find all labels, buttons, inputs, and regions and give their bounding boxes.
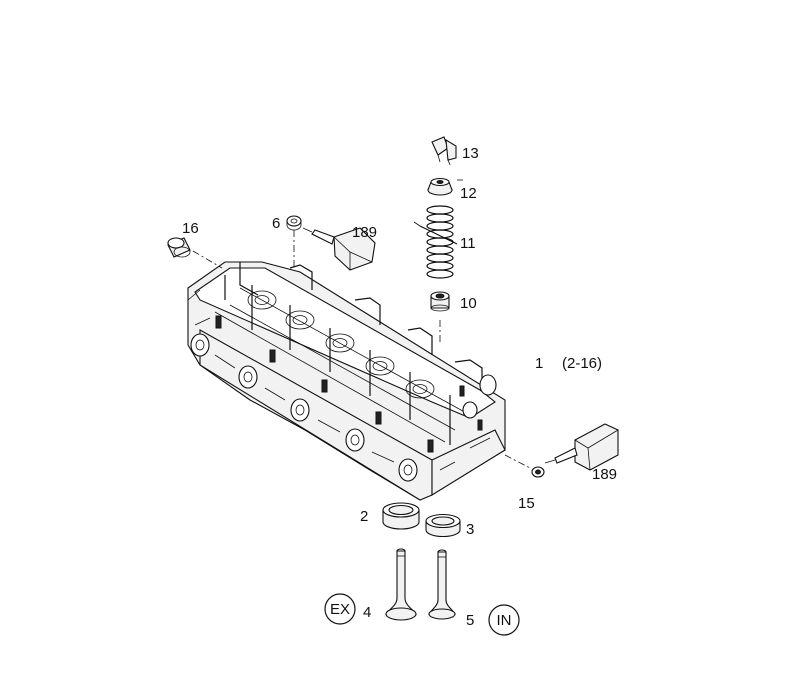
callout-15: 15 [518,495,535,512]
valve-seat-part-2 [382,502,420,530]
callout-11: 11 [460,235,476,252]
callout-6: 6 [272,215,280,232]
callout-4: 4 [363,604,371,621]
callout-16: 16 [182,220,199,237]
callout-2: 2 [360,508,368,525]
callout-3: 3 [466,521,474,538]
ex-badge-text: EX [330,601,350,618]
cylinder-head-assembly [187,261,506,501]
valve-stem-seal-part-10 [430,291,450,312]
in-badge-text: IN [497,612,512,629]
sealant-tube-189-right [544,423,619,471]
callout-10: 10 [460,295,477,312]
intake-valve-part-5 [428,549,456,620]
callout-1-range: (2-16) [562,355,602,372]
sealant-tube-189-top [302,227,376,271]
exhaust-valve-part-4 [385,548,417,621]
callout-189-right: 189 [592,466,617,483]
washer-part-6 [286,215,302,231]
callout-189-top: 189 [352,224,377,241]
callout-1: 1 [535,355,543,372]
valve-seat-part-3 [425,513,461,538]
in-badge: IN [488,604,520,636]
callout-13: 13 [462,145,479,162]
split-collet-part-13 [431,136,457,166]
plug-part-15 [531,466,545,478]
ex-badge: EX [324,593,356,625]
valve-spring-part-11 [413,205,458,279]
spring-retainer-part-12 [427,177,453,196]
callout-5: 5 [466,612,474,629]
plug-part-16 [167,237,191,258]
callout-12: 12 [460,185,477,202]
